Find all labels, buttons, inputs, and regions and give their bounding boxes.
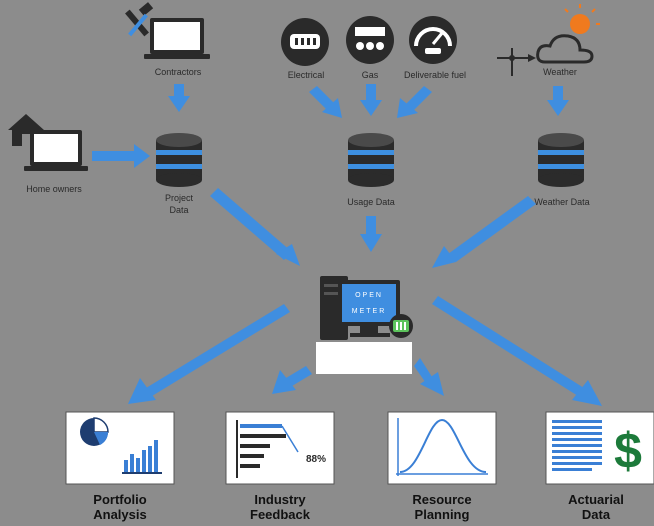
- label-actuarial-data: Actuarial Data: [546, 492, 646, 522]
- project-store: [156, 133, 202, 187]
- arrow-contractors-to-project: [168, 84, 190, 112]
- actuarial-line1: Actuarial: [568, 492, 624, 507]
- arrow-project-to-hub: [210, 188, 300, 266]
- feedback-bars-icon: [236, 420, 299, 478]
- battery-icon: [389, 314, 413, 338]
- arrow-hub-to-portfolio: [128, 304, 290, 404]
- label-weather: Weather: [543, 67, 577, 77]
- electrical-node: [281, 18, 329, 66]
- weather-store: [538, 133, 584, 187]
- hub-screen-row1: OPEN: [355, 292, 383, 299]
- label-deliverable-fuel: Deliverable fuel: [403, 70, 467, 80]
- arrow-usage-to-hub: [360, 216, 382, 252]
- industry-line1: Industry: [254, 492, 306, 507]
- database-icon: [348, 133, 394, 187]
- label-resource-planning: Resource Planning: [392, 492, 492, 522]
- database-icon: [538, 133, 584, 187]
- laptop-icon: [24, 130, 88, 171]
- hub-caption-box: [316, 342, 412, 374]
- arrow-electrical-to-usage: [309, 86, 342, 118]
- label-contractors: Contractors: [154, 67, 202, 77]
- label-electrical: Electrical: [287, 70, 325, 80]
- label-portfolio-analysis: Portfolio Analysis: [70, 492, 170, 522]
- gas-meter-icon: [346, 16, 394, 64]
- pie-chart-icon: [80, 417, 109, 446]
- arrow-hub-to-resource: [414, 358, 444, 396]
- hub-screen-row2: METER: [352, 308, 387, 315]
- flow-arrows: [92, 84, 602, 406]
- actuarial-card: $: [545, 411, 654, 485]
- portfolio-line2: Analysis: [93, 507, 147, 522]
- arrow-weather-to-store: [547, 86, 569, 116]
- cloud-sun-icon: [536, 4, 600, 64]
- label-gas: Gas: [361, 70, 379, 80]
- portfolio-card: [65, 411, 175, 485]
- bell-curve-icon: [396, 418, 488, 476]
- actuarial-line2: Data: [581, 507, 611, 522]
- contractors-node: [125, 2, 210, 59]
- homeowners-node: [8, 114, 88, 171]
- fuel-gauge-icon: [409, 16, 457, 64]
- resource-line1: Resource: [412, 492, 472, 507]
- database-icon: [156, 133, 202, 187]
- arrow-gas-to-usage: [360, 84, 382, 116]
- label-project-data-1: Project: [164, 193, 193, 203]
- label-industry-feedback: Industry Feedback: [230, 492, 330, 522]
- gas-node: [346, 16, 394, 64]
- resource-line2: Planning: [414, 507, 470, 522]
- portfolio-line1: Portfolio: [93, 492, 147, 507]
- arrow-hub-to-industry: [272, 366, 312, 394]
- arrow-fuel-to-usage: [397, 86, 432, 118]
- arrow-weather-to-hub: [432, 196, 536, 268]
- arrow-hub-to-actuarial: [432, 296, 602, 406]
- industry-line2: Feedback: [250, 507, 310, 522]
- label-home-owners: Home owners: [26, 184, 82, 194]
- server-monitor-icon: OPEN METER: [320, 276, 400, 340]
- laptop-icon: [144, 18, 210, 59]
- fuel-node: [409, 16, 457, 64]
- resource-card: [387, 411, 497, 485]
- industry-card: 88%: [225, 411, 335, 485]
- label-usage-data: Usage Data: [347, 197, 395, 207]
- document-lines-icon: [552, 420, 602, 471]
- weather-vane-icon: [497, 48, 536, 76]
- dollar-icon: $: [614, 423, 642, 479]
- usage-store: [348, 133, 394, 187]
- tools-icon: [125, 2, 154, 37]
- label-weather-data: Weather Data: [534, 197, 590, 207]
- electric-meter-icon: [281, 18, 329, 66]
- industry-percent: 88%: [306, 454, 326, 465]
- label-project-data-2: Data: [169, 205, 189, 215]
- bar-chart-icon: [122, 440, 162, 474]
- arrow-homeowners-to-project: [92, 144, 150, 168]
- openmeter-hub: OPEN METER: [320, 276, 413, 340]
- weather-node: [497, 4, 600, 76]
